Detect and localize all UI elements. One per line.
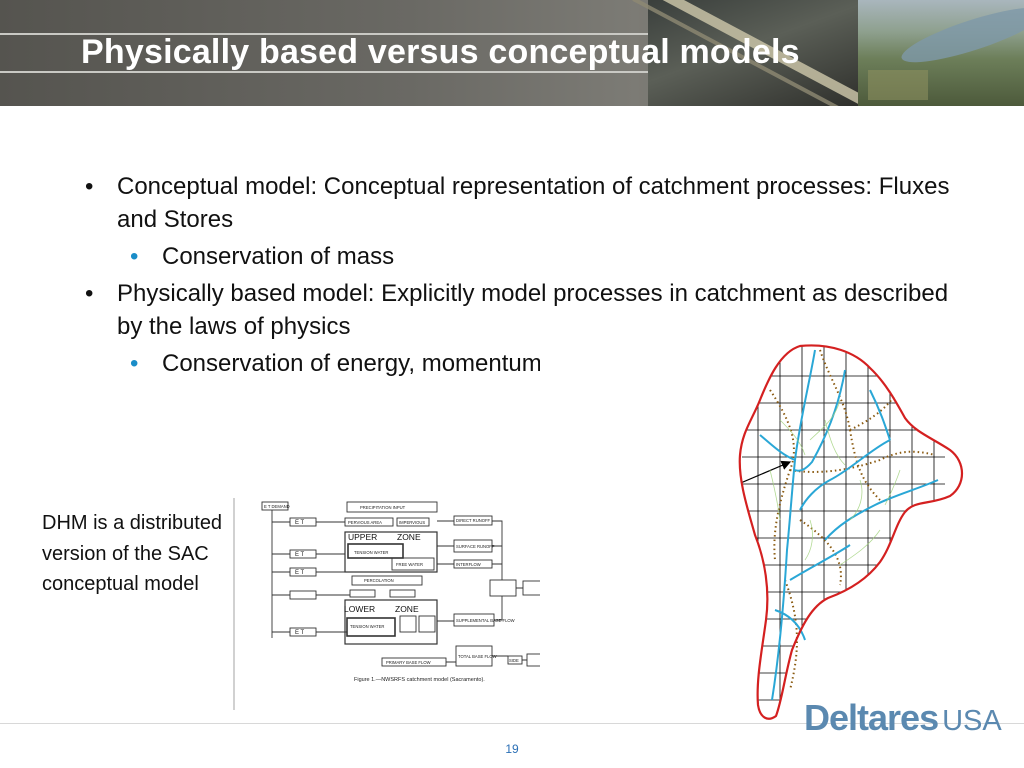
lower-free-s-box xyxy=(418,615,436,633)
label-supp-base: SUPPLEMENTAL BASE FLOW xyxy=(456,618,515,623)
river-shape xyxy=(897,0,1024,73)
lower-tension-box xyxy=(346,617,396,637)
page-number: 19 xyxy=(505,742,519,756)
logo-name: Deltares xyxy=(804,697,939,738)
sub-bullet-text: Conservation of mass xyxy=(162,243,395,270)
et-demand-box xyxy=(261,501,289,511)
catchment-grid-map xyxy=(540,338,970,728)
bullet-item: • Conceptual model: Conceptual represent… xyxy=(85,170,955,236)
outside-mask xyxy=(540,338,970,728)
bullet-dot: • xyxy=(85,173,94,200)
pfree-box-1 xyxy=(349,589,376,598)
label-upper: UPPER xyxy=(348,532,377,542)
sac-model-diagram: E T DEMAND PRECIPITATION INPUT PERVIOUS … xyxy=(233,498,545,710)
bridge-photo xyxy=(632,0,876,106)
label-lower: LOWER xyxy=(344,604,375,614)
slide-title: Physically based versus conceptual model… xyxy=(81,33,800,71)
footer-rule xyxy=(0,723,1024,724)
sub-bullet-item: • Conservation of mass xyxy=(85,240,955,273)
upper-zone-box xyxy=(344,531,438,573)
label-et-3: E T xyxy=(295,570,305,576)
bullet-item: • Physically based model: Explicitly mod… xyxy=(85,277,955,343)
label-tension-lower: TENSION WATER xyxy=(350,624,384,629)
label-surface-runoff: SURFACE RUNOFF xyxy=(456,544,495,549)
label-lower-zone: ZONE xyxy=(395,604,419,614)
label-et-1: E T xyxy=(295,520,305,526)
upper-free-box xyxy=(391,557,435,571)
label-free-upper: FREE WATER xyxy=(396,562,423,567)
bullet-text: Conceptual model: Conceptual representat… xyxy=(117,173,950,233)
sub-bullet-dot: • xyxy=(130,350,139,377)
header-banner: Physically based versus conceptual model… xyxy=(0,0,1024,106)
lower-free-p-box xyxy=(399,615,417,633)
bullet-dot: • xyxy=(85,280,94,307)
dhm-note: DHM is a distributed version of the SAC … xyxy=(42,512,223,595)
label-direct-runoff: DIRECT RUNOFF xyxy=(456,518,491,523)
stream-network xyxy=(759,349,939,701)
label-total-base: TOTAL BASE FLOW xyxy=(458,654,497,659)
percolation-box xyxy=(351,575,423,586)
field-shape xyxy=(868,70,928,100)
et-box-4 xyxy=(289,590,317,600)
label-pervious: PERVIOUS AREA xyxy=(348,520,382,525)
direct-runoff-box xyxy=(453,515,493,526)
pfree-box-2 xyxy=(389,589,416,598)
precip-box xyxy=(346,501,438,513)
tributaries xyxy=(769,399,901,566)
bullet-text: Physically based model: Explicitly model… xyxy=(117,280,949,340)
label-et-5: E T xyxy=(295,630,305,636)
label-primary-base: PRIMARY BASE FLOW xyxy=(386,660,431,665)
label-percolation: PERCOLATION xyxy=(364,578,394,583)
header-rule-top xyxy=(0,33,1024,35)
label-tension-upper: TENSION WATER xyxy=(354,550,388,555)
total-channel-box xyxy=(489,579,517,597)
sub-bullet-item: • Conservation of energy, momentum, mass xyxy=(85,347,955,380)
subbasin-lines xyxy=(769,349,936,691)
impervious-box xyxy=(396,517,430,527)
landscape-photo xyxy=(858,0,1024,106)
sub-bullet-dot: • xyxy=(130,243,139,270)
diagram-connectors xyxy=(272,520,527,663)
label-interflow: INTERFLOW xyxy=(456,562,481,567)
label-et-demand: E T DEMAND xyxy=(264,504,290,509)
label-et-2: E T xyxy=(295,552,305,558)
label-upper-zone: ZONE xyxy=(397,532,421,542)
label-precip: PRECIPITATION INPUT xyxy=(360,505,406,510)
lower-zone-box xyxy=(344,599,438,645)
bullet-list: • Conceptual model: Conceptual represent… xyxy=(85,170,955,380)
upper-tension-box xyxy=(347,543,404,559)
catchment-boundary xyxy=(738,344,964,720)
figure-caption: Figure 1.—NWSRFS catchment model (Sacram… xyxy=(354,677,485,683)
label-side: SIDE xyxy=(509,658,519,663)
sub-bullet-text: Conservation of energy, momentum, mass xyxy=(162,350,613,377)
header-rule-bottom xyxy=(0,71,1024,73)
logo-suffix: USA xyxy=(942,705,1002,737)
label-impervious: IMPERVIOUS xyxy=(399,520,425,525)
